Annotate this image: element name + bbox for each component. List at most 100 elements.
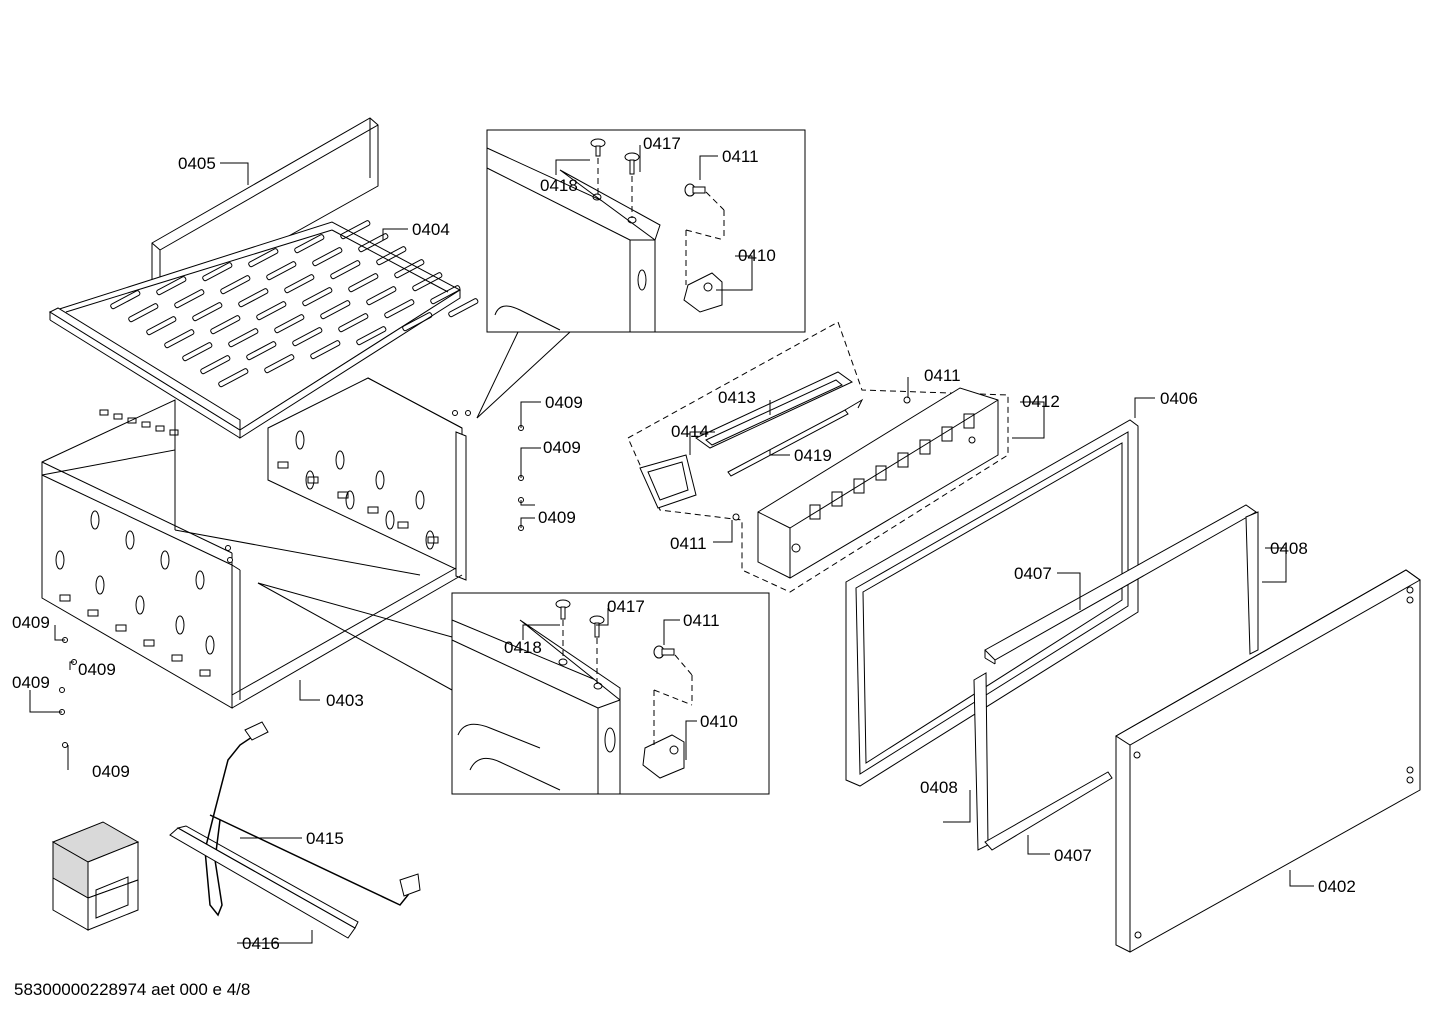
shelf-slot [256, 301, 287, 321]
small-screw [62, 742, 68, 748]
label-0411-b: 0411 [683, 611, 720, 630]
panel-detail [919, 439, 931, 455]
shelf-slot [394, 259, 425, 279]
panel-detail [963, 413, 975, 429]
housing-vent [143, 639, 155, 647]
shelf-slot [330, 260, 361, 280]
label-0411-c: 0411 [924, 366, 961, 385]
shelf-slot [174, 289, 205, 309]
shelf-slot [338, 313, 369, 333]
panel-detail [941, 426, 953, 442]
screw-0417-a [624, 152, 640, 175]
shelf-slots [110, 220, 479, 388]
screw-0418-a [590, 138, 606, 157]
housing-vent [205, 635, 215, 655]
shelf-slot [366, 286, 397, 306]
housing-vent [127, 417, 137, 424]
shelf-slot [228, 328, 259, 348]
shelf-slot [264, 354, 295, 374]
housing-vent [375, 470, 385, 490]
housing-vent [277, 461, 289, 469]
housing-vent [337, 491, 349, 499]
housing-vent [90, 510, 100, 530]
part-0407-trim-top [984, 504, 1257, 665]
label-0408-a: 0408 [1270, 539, 1308, 558]
shelf-slot [274, 314, 305, 334]
label-0403: 0403 [326, 691, 364, 710]
screw-0411-a [684, 183, 706, 197]
label-0405: 0405 [178, 154, 216, 173]
shelf-slot [210, 315, 241, 335]
part-0408-trim-right [1245, 511, 1259, 655]
small-screw [452, 410, 458, 416]
panel-detail [809, 504, 821, 520]
shelf-slot [248, 248, 279, 268]
part-0408-trim-left [973, 672, 989, 851]
shelf-slot [146, 316, 177, 336]
shelf-slot [156, 276, 187, 296]
housing-vent [99, 409, 109, 416]
shelf-slot [110, 290, 141, 310]
housing-vent [141, 421, 151, 428]
label-0407-a: 0407 [1014, 564, 1052, 583]
screw-0417-b [589, 615, 605, 638]
housing-vent [115, 624, 127, 632]
panel-detail [875, 465, 887, 481]
small-screw [225, 545, 231, 551]
detail-view-bottom [451, 592, 770, 795]
shelf-slot [412, 272, 443, 292]
housing-vent [135, 595, 145, 615]
label-0409-c: 0409 [538, 508, 576, 527]
housing-vents [55, 409, 439, 677]
shelf-slot [358, 233, 389, 253]
control-panel-assembly [627, 321, 1009, 593]
housing-vent [113, 413, 123, 420]
shelf-slot [310, 340, 341, 360]
shelf-slot [356, 326, 387, 346]
housing-vent [87, 609, 99, 617]
part-0415-cable [204, 721, 421, 917]
housing-vent [335, 450, 345, 470]
housing-vent [175, 615, 185, 635]
label-0404: 0404 [412, 220, 450, 239]
shelf-slot [384, 299, 415, 319]
label-0413: 0413 [718, 388, 756, 407]
label-0407-b: 0407 [1054, 846, 1092, 865]
orientation-cube-icon [51, 821, 140, 931]
housing-vent [305, 470, 315, 490]
shelf-slot [312, 247, 343, 267]
label-0411-d: 0411 [670, 534, 707, 553]
housing-vent [160, 550, 170, 570]
shelf-slot [220, 275, 251, 295]
housing-vent [59, 594, 71, 602]
part-0416-rail [169, 825, 359, 939]
shelf-slot [302, 287, 333, 307]
shelf-slot [294, 234, 325, 254]
housing-vent [169, 429, 179, 436]
part-0407-trim-bottom [984, 771, 1113, 851]
panel-detail [853, 478, 865, 494]
label-0418-b: 0418 [504, 638, 542, 657]
shelf-slot [348, 273, 379, 293]
shelf-slot [218, 368, 249, 388]
screw-0411-b [653, 645, 675, 659]
leader-lines [29, 145, 1314, 944]
label-0409-g: 0409 [92, 762, 130, 781]
label-0406: 0406 [1160, 389, 1198, 408]
housing-vent [415, 490, 425, 510]
label-0408-b: 0408 [920, 778, 958, 797]
panel-detail [897, 452, 909, 468]
label-0414: 0414 [671, 422, 709, 441]
document-number: 58300000228974 aet 000 e 4/8 [14, 980, 251, 999]
shelf-slot [182, 342, 213, 362]
part-0402-door [1115, 569, 1421, 953]
shelf-slot [164, 329, 195, 349]
shelf-slot [340, 220, 371, 240]
label-0417-a: 0417 [643, 134, 681, 153]
housing-vent [199, 669, 211, 677]
shelf-slot [448, 298, 479, 318]
housing-vent [171, 654, 183, 662]
housing-vent [425, 530, 435, 550]
shelf-slot [128, 303, 159, 323]
